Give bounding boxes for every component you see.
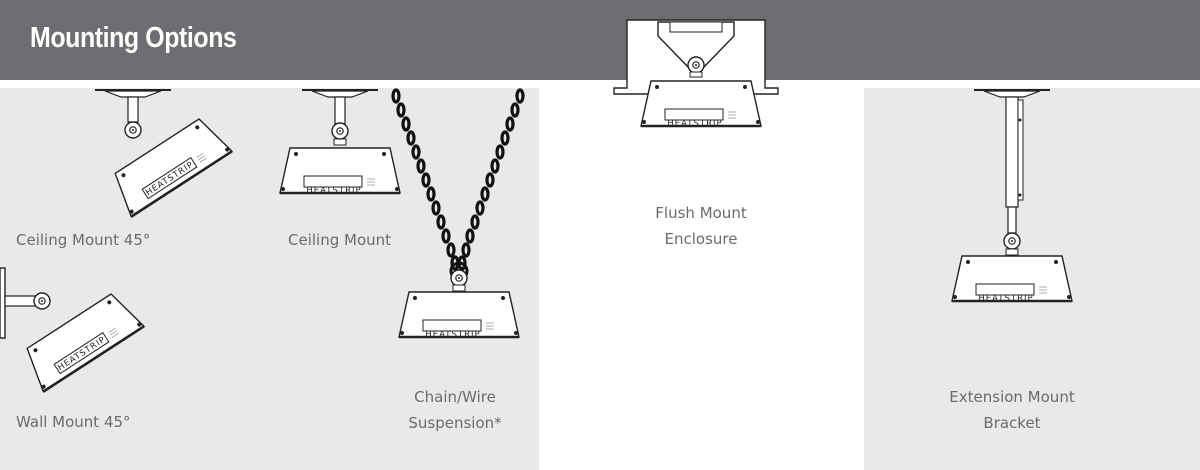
- heater-brand-label: HEATSTRIP: [978, 294, 1033, 304]
- panel-left: [0, 88, 539, 470]
- ceiling-mount-45-label: Ceiling Mount 45°: [16, 231, 151, 249]
- flush-mount-diagram: HEATSTRIP: [613, 19, 779, 129]
- chain-label-line1: Chain/Wire: [414, 388, 496, 406]
- chain-label-line2: Suspension*: [408, 414, 502, 432]
- heater-brand-label: HEATSTRIP: [425, 330, 480, 340]
- wall-mount-45-label: Wall Mount 45°: [16, 413, 131, 431]
- heater-brand-label: HEATSTRIP: [667, 119, 722, 129]
- wall-mount-45-diagram: HEATSTRIP: [0, 267, 146, 393]
- flush-label-line2: Enclosure: [664, 230, 738, 248]
- extension-label-line1: Extension Mount: [949, 388, 1075, 406]
- flush-label-line1: Flush Mount: [655, 204, 747, 222]
- flush-mount-label: Flush Mount Enclosure: [631, 200, 771, 252]
- ceiling-mount-label: Ceiling Mount: [288, 231, 392, 249]
- extension-mount-diagram: HEATSTRIP: [950, 89, 1074, 304]
- chain-suspension-diagram: HEATSTRIP: [391, 88, 525, 340]
- ceiling-mount-45-diagram: HEATSTRIP: [94, 89, 234, 218]
- extension-mount-label: Extension Mount Bracket: [932, 384, 1092, 436]
- header-bar: Mounting Options: [0, 0, 1200, 80]
- ceiling-mount-diagram: HEATSTRIP: [278, 89, 402, 196]
- page-title: Mounting Options: [30, 22, 237, 54]
- chain-suspension-label: Chain/Wire Suspension*: [395, 384, 515, 436]
- extension-label-line2: Bracket: [983, 414, 1041, 432]
- heater-brand-label: HEATSTRIP: [306, 186, 361, 196]
